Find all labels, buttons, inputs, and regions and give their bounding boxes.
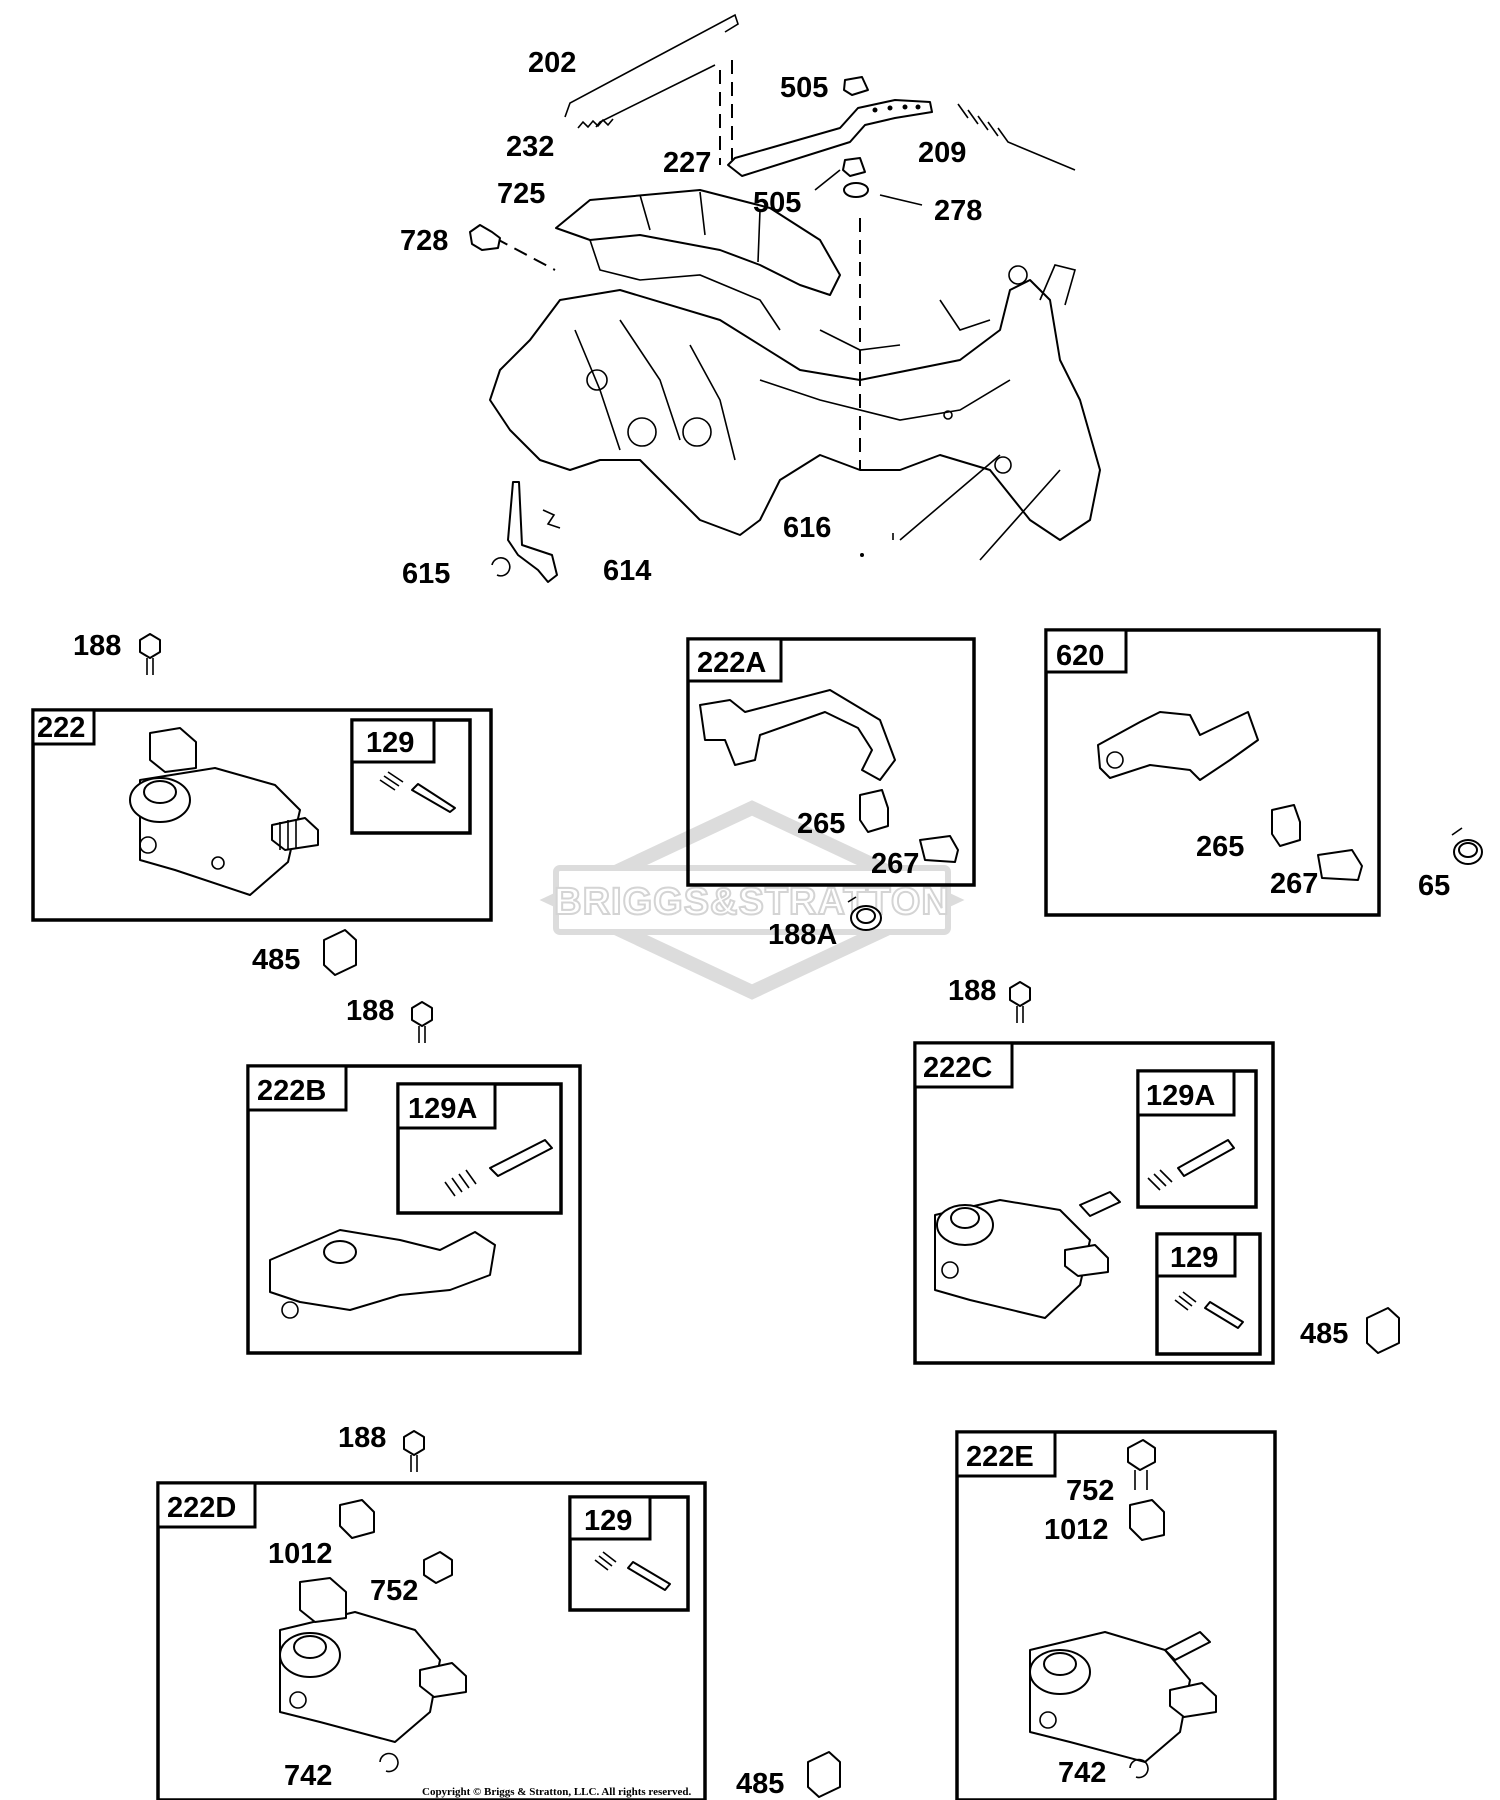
bolt-188-2 bbox=[411, 1001, 433, 1043]
bracket-620 bbox=[1097, 711, 1259, 781]
engine-block bbox=[489, 279, 1101, 541]
label-267-b: 267 bbox=[1270, 868, 1318, 900]
label-615: 615 bbox=[402, 558, 450, 590]
kit-620: 620 265 267 bbox=[1044, 628, 1381, 917]
kit-620-tag: 620 bbox=[1056, 640, 1104, 672]
top-linkage-assembly bbox=[469, 13, 1101, 583]
label-65: 65 bbox=[1418, 870, 1450, 902]
kit-222C: 222C 129A 129 bbox=[913, 1041, 1275, 1365]
bracket-222A bbox=[699, 689, 896, 781]
label-725: 725 bbox=[497, 178, 545, 210]
label-267-a: 267 bbox=[871, 848, 919, 880]
plate-222B bbox=[269, 1229, 496, 1311]
governor-control-plate-222C bbox=[934, 1191, 1121, 1319]
governor-crank bbox=[507, 481, 558, 583]
label-485-2: 485 bbox=[1300, 1318, 1348, 1350]
kit-222C-sub-B-tag: 129 bbox=[1170, 1242, 1218, 1274]
governor-lever bbox=[727, 99, 933, 177]
label-728: 728 bbox=[400, 225, 448, 257]
bolt-188-3 bbox=[1009, 981, 1031, 1023]
governor-control-plate-222E bbox=[1029, 1631, 1217, 1763]
kit-222-sub-tag: 129 bbox=[366, 727, 414, 759]
kit-222C-tag: 222C bbox=[923, 1052, 992, 1084]
bolt-188-4 bbox=[403, 1430, 425, 1472]
label-1012-e: 1012 bbox=[1044, 1514, 1109, 1546]
kit-222-tag: 222 bbox=[37, 712, 85, 744]
label-265-a: 265 bbox=[797, 808, 845, 840]
label-232: 232 bbox=[506, 131, 554, 163]
label-1012-d: 1012 bbox=[268, 1538, 333, 1570]
kit-222B: 222B 129A bbox=[246, 1064, 582, 1355]
label-278: 278 bbox=[934, 195, 982, 227]
block-485-2 bbox=[1366, 1307, 1400, 1354]
kit-222D-sub-tag: 129 bbox=[584, 1505, 632, 1537]
flange-bolt-188A bbox=[847, 896, 882, 931]
label-188-2: 188 bbox=[346, 995, 394, 1027]
kit-222: 222 129 bbox=[31, 708, 493, 922]
kit-222B-tag: 222B bbox=[257, 1075, 326, 1107]
kit-222C-sub-A-tag: 129A bbox=[1146, 1080, 1215, 1112]
label-188-4: 188 bbox=[338, 1422, 386, 1454]
block-485-3 bbox=[807, 1751, 841, 1798]
label-505-bottom: 505 bbox=[753, 187, 801, 219]
watermark-text: BRIGGS&STRATTON bbox=[554, 881, 950, 923]
label-614: 614 bbox=[603, 555, 651, 587]
kit-222E: 222E 752 1012 742 bbox=[955, 1430, 1277, 1800]
kit-222A: 222A 265 267 bbox=[686, 637, 976, 887]
kit-222D-tag: 222D bbox=[167, 1492, 236, 1524]
label-265-b: 265 bbox=[1196, 831, 1244, 863]
label-188-3: 188 bbox=[948, 975, 996, 1007]
label-742-e: 742 bbox=[1058, 1757, 1106, 1789]
kit-222B-sub-tag: 129A bbox=[408, 1093, 477, 1125]
bolt-188-1 bbox=[139, 633, 161, 675]
label-752-d: 752 bbox=[370, 1575, 418, 1607]
kit-222D: 222D 129 1012 752 742 Copyright © Briggs… bbox=[156, 1481, 707, 1800]
label-752-e: 752 bbox=[1066, 1475, 1114, 1507]
brand-watermark: BRIGGS&STRATTON bbox=[539, 800, 965, 1000]
loose-hardware-labels: 188 485 188 188A 65 188 485 188 485 bbox=[73, 630, 1450, 1800]
label-485-1: 485 bbox=[252, 944, 300, 976]
label-202: 202 bbox=[528, 47, 576, 79]
label-227: 227 bbox=[663, 147, 711, 179]
kit-222A-tag: 222A bbox=[697, 647, 766, 679]
kit-222E-tag: 222E bbox=[966, 1441, 1034, 1473]
block-485-1 bbox=[323, 929, 357, 976]
label-485-3: 485 bbox=[736, 1768, 784, 1800]
copyright-notice: Copyright © Briggs & Stratton, LLC. All … bbox=[422, 1786, 692, 1798]
top-assembly-labels: 202 232 725 728 505 227 209 505 278 616 … bbox=[400, 47, 982, 590]
label-742-d: 742 bbox=[284, 1760, 332, 1792]
governor-control-plate-222D bbox=[279, 1577, 467, 1743]
label-616: 616 bbox=[783, 512, 831, 544]
engine-shroud bbox=[555, 189, 841, 296]
flange-bolt-65 bbox=[1451, 827, 1483, 865]
label-188A: 188A bbox=[768, 919, 837, 951]
loose-hardware bbox=[139, 633, 1483, 1798]
label-505-top: 505 bbox=[780, 72, 828, 104]
label-188-1: 188 bbox=[73, 630, 121, 662]
governor-control-plate-222 bbox=[129, 727, 319, 896]
label-209: 209 bbox=[918, 137, 966, 169]
